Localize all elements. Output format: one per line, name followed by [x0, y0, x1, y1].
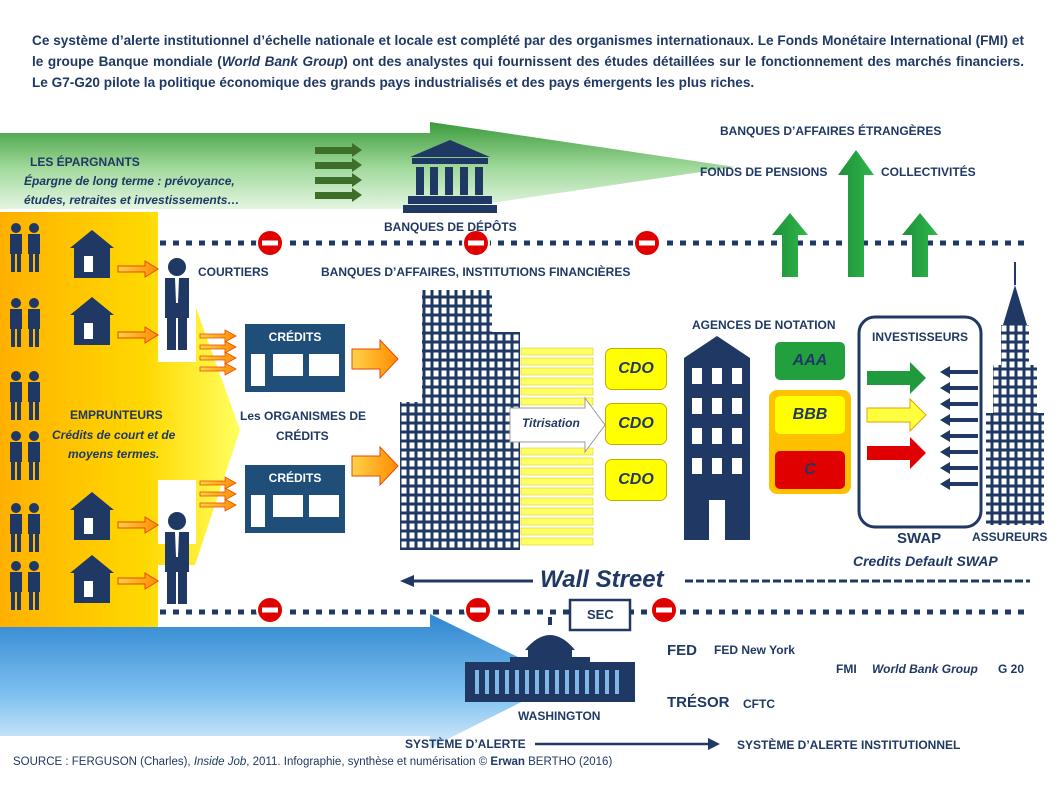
assureurs-label: ASSUREURS	[972, 530, 1048, 544]
agences-notation-label: AGENCES DE NOTATION	[692, 318, 836, 332]
investors-box	[857, 315, 983, 529]
credits-window	[309, 354, 339, 376]
savings-arrows	[315, 143, 362, 202]
source-e: BERTHO (2016)	[524, 756, 613, 768]
epargnants-desc-1: Épargne de long terme : prévoyance,	[24, 174, 235, 188]
intro-text-2: ) ont des analystes qui fournissent des …	[32, 54, 1025, 90]
fed-ny-label: FED New York	[714, 643, 795, 657]
green-up-arrows	[772, 150, 938, 277]
orange-arrows-brokers	[199, 329, 237, 512]
banques-depots-label: BANQUES DE DÉPÔTS	[384, 220, 517, 234]
alerte-band	[0, 614, 565, 748]
no-entry-icons	[256, 229, 678, 624]
cdo-box: CDO	[605, 403, 667, 445]
rating-bbb: BBB	[775, 396, 845, 434]
cftc-label: CFTC	[743, 697, 775, 711]
emprunteurs-label: EMPRUNTEURS	[70, 408, 163, 422]
epargnants-band	[0, 122, 735, 212]
sec-label: SEC	[587, 607, 614, 622]
fmi-label: FMI	[836, 662, 857, 676]
epargnants-title: LES ÉPARGNANTS	[30, 155, 140, 169]
source-d: Erwan	[490, 756, 525, 768]
rating-c: C	[775, 451, 845, 489]
credits-label: CRÉDITS	[268, 471, 322, 485]
organismes-label-2: CRÉDITS	[276, 429, 329, 443]
cdo-box: CDO	[605, 348, 667, 390]
intro-paragraph: Ce système d’alerte institutionnel d’éch…	[32, 30, 1024, 93]
banques-affaires-etrangeres-label: BANQUES D’AFFAIRES ÉTRANGÈRES	[720, 124, 942, 138]
sec-box	[568, 598, 632, 632]
collectivites-label: COLLECTIVITÉS	[881, 165, 976, 179]
world-bank-label: World Bank Group	[872, 662, 978, 676]
investisseurs-label: INVESTISSEURS	[872, 330, 969, 344]
green-arrow	[867, 362, 926, 394]
rating-agency-building-icon	[684, 336, 750, 540]
insurers-tower-icon	[986, 262, 1044, 525]
red-arrow	[867, 437, 926, 469]
rating-aaa: AAA	[775, 342, 845, 380]
titrisation-label: Titrisation	[522, 416, 580, 430]
credits-door	[251, 354, 265, 386]
fonds-pensions-label: FONDS DE PENSIONS	[700, 165, 828, 179]
systeme-alerte-inst-label: SYSTÈME D’ALERTE INSTITUTIONNEL	[737, 738, 961, 752]
broker-icons	[165, 258, 189, 604]
credits-box-top: CRÉDITS	[245, 324, 345, 392]
small-blue-arrows	[940, 366, 978, 490]
credits-window	[273, 354, 303, 376]
organismes-label-1: Les ORGANISMES DE	[240, 409, 367, 423]
orange-arrows-credits	[351, 338, 399, 487]
swap-label: SWAP	[897, 530, 942, 547]
skyscrapers-icon	[400, 290, 520, 550]
emprunteurs-desc-2: moyens termes.	[68, 447, 160, 461]
orange-arrows-houses	[117, 260, 159, 590]
intro-text-em: World Bank Group	[221, 54, 344, 69]
washington-label: WASHINGTON	[518, 709, 601, 723]
credits-box-bottom: CRÉDITS	[245, 465, 345, 533]
epargnants-desc-2: études, retraites et investissements…	[24, 193, 240, 207]
tresor-label: TRÉSOR	[667, 694, 730, 711]
wall-street-label: Wall Street	[540, 566, 664, 593]
source-c: , 2011. Infographie, synthèse et numéris…	[246, 756, 491, 768]
g20-label: G 20	[998, 662, 1025, 676]
credits-window	[273, 495, 303, 517]
credits-label: CRÉDITS	[268, 330, 322, 344]
cds-label: Credits Default SWAP	[853, 553, 998, 569]
banques-affaires-label: BANQUES D’AFFAIRES, INSTITUTIONS FINANCI…	[321, 265, 631, 279]
source-line: SOURCE : FERGUSON (Charles), Inside Job,…	[13, 756, 612, 768]
source-b: Inside Job	[193, 756, 247, 768]
credits-window	[309, 495, 339, 517]
intro-text-1: Ce système d’alerte institutionnel d’éch…	[32, 33, 1024, 69]
courtiers-label: COURTIERS	[198, 265, 269, 279]
cdo-box: CDO	[605, 459, 667, 501]
house-icons	[70, 230, 114, 603]
securities-stack	[520, 347, 594, 546]
titrisation-arrow	[509, 396, 606, 454]
fed-label: FED	[667, 642, 697, 659]
emprunteurs-desc-1: Crédits de court et de	[52, 428, 176, 442]
systeme-alerte-label: SYSTÈME D’ALERTE	[405, 737, 526, 751]
bank-temple-icon	[403, 140, 497, 213]
credits-door	[251, 495, 265, 527]
people-icons	[10, 223, 40, 610]
capitol-icon	[465, 617, 635, 702]
source-a: SOURCE : FERGUSON (Charles),	[13, 756, 194, 768]
yellow-arrow	[866, 397, 927, 433]
